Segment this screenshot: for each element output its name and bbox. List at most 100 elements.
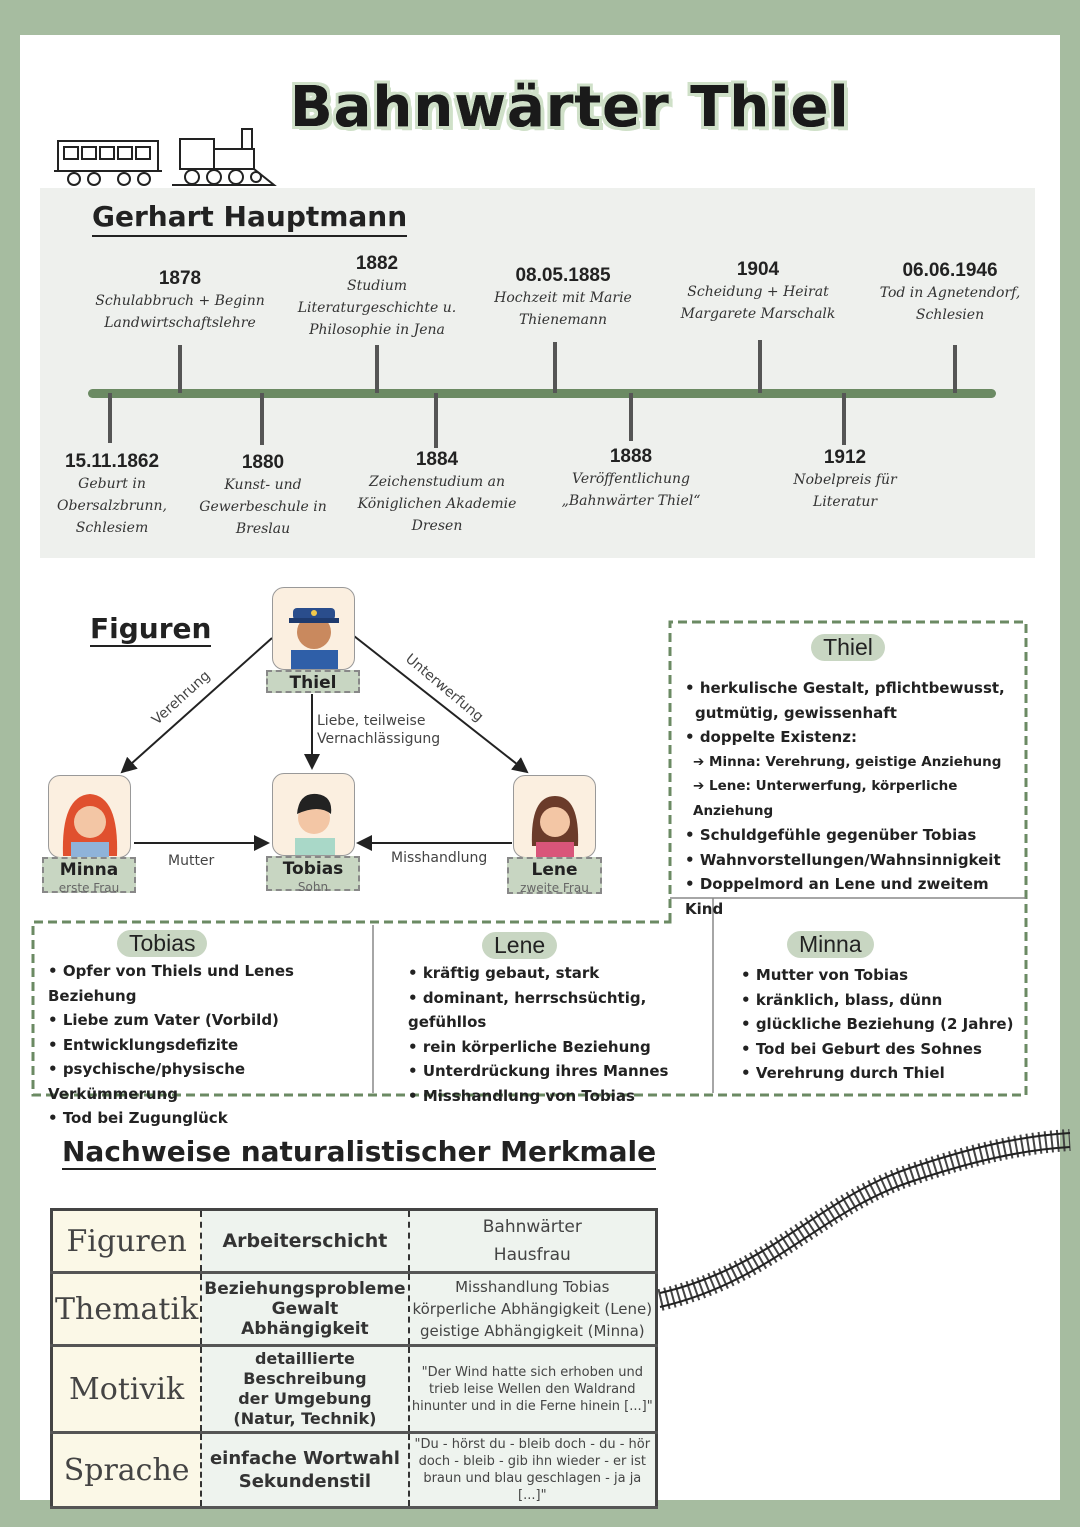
row-label: Motivik [51, 1345, 203, 1434]
event-date: 08.05.1885 [515, 265, 611, 286]
relation-label: Misshandlung [391, 850, 488, 866]
author-heading: Gerhart Hauptmann [92, 200, 408, 237]
feature-cell: Arbeiterschicht [201, 1209, 410, 1274]
relation-label: Liebe, teilweise Vernachlässigung [317, 713, 441, 747]
row-label: Sprache [51, 1432, 203, 1509]
feature-cell: einfache Wortwahl Sekundenstil [201, 1432, 410, 1509]
timeline-tick [842, 393, 846, 445]
page-title: Bahnwärter Thiel [290, 75, 850, 140]
trait: Wahnvorstellungen/Wahnsinnigkeit [685, 848, 1025, 873]
trait: Lene: Unterwerfung, körperliche Anziehun… [685, 774, 1025, 823]
relation-label: Mutter [168, 853, 215, 869]
event-date: 15.11.1862 [64, 451, 160, 472]
name: Minna [59, 860, 119, 880]
trait: kränklich, blass, dünn [741, 988, 1026, 1013]
example-cell: Bahnwärter Hausfrau [408, 1209, 657, 1274]
card-title: Minna [787, 931, 874, 958]
timeline-tick [434, 393, 438, 448]
trait: Opfer von Thiels und Lenes Beziehung [48, 959, 373, 1008]
timeline-tick [108, 393, 112, 443]
event-text: Studium Literaturgeschichte u. Philosoph… [297, 278, 457, 338]
trait: kräftig gebaut, stark [408, 961, 713, 986]
event-date: 1884 [415, 449, 459, 470]
minna-traits: Mutter von Tobiaskränklich, blass, dünng… [741, 963, 1026, 1086]
example-cell: "Du - hörst du - bleib doch - du - hör d… [408, 1432, 657, 1509]
event-date: 1912 [823, 447, 867, 468]
trait: Unterdrückung ihres Mannes [408, 1059, 713, 1084]
timeline-tick [553, 342, 557, 393]
timeline-tick [375, 345, 379, 393]
lene-card-title: Lene [482, 932, 558, 959]
event-date: 1878 [158, 268, 202, 289]
card-title: Thiel [811, 634, 885, 661]
minna-avatar [48, 775, 131, 858]
name: Thiel [289, 673, 337, 693]
railway-track-icon [657, 1129, 1071, 1311]
timeline-tick [629, 393, 633, 441]
tobias-card-title: Tobias [117, 930, 208, 957]
event-text: Tod in Agnetendorf, Schlesien [879, 285, 1021, 323]
trait: Liebe zum Vater (Vorbild) [48, 1008, 373, 1033]
trait: Minna: Verehrung, geistige Anziehung [685, 750, 1025, 775]
event-date: 1882 [355, 253, 399, 274]
event-text: Zeichenstudium an Königlichen Akademie D… [357, 474, 517, 534]
event-date: 1880 [241, 452, 285, 473]
role: zweite Frau [520, 881, 589, 895]
event-date: 06.06.1946 [902, 260, 998, 281]
naturalism-heading: Nachweise naturalistischer Merkmale [62, 1135, 657, 1170]
trait: Schuldgefühle gegenüber Tobias [685, 823, 1025, 848]
event-date: 1888 [609, 446, 653, 467]
example-cell: "Der Wind hatte sich erhoben und trieb l… [408, 1345, 657, 1434]
timeline-tick [953, 345, 957, 393]
name: Tobias [282, 859, 344, 879]
lene-avatar [513, 775, 596, 858]
tobias-traits: Opfer von Thiels und Lenes BeziehungLieb… [48, 959, 373, 1131]
thiel-label: Thiel [266, 670, 360, 693]
event-text: Scheidung + Heirat Margarete Marschalk [680, 284, 836, 322]
thiel-card-title: Thiel [670, 634, 1026, 661]
thiel-traits: herkulische Gestalt, pflichtbewusst, gut… [685, 676, 1025, 921]
event-text: Nobelpreis für Literatur [793, 472, 897, 510]
trait: Tod bei Geburt des Sohnes [741, 1037, 1026, 1062]
train-icon [54, 128, 277, 186]
thiel-avatar [272, 587, 355, 670]
trait: Misshandlung von Tobias [408, 1084, 713, 1109]
trait: Verehrung durch Thiel [741, 1061, 1026, 1086]
role: erste Frau [58, 881, 120, 895]
event-text: Schulabbruch + Beginn Landwirtschaftsleh… [95, 293, 265, 331]
timeline-tick [260, 393, 264, 445]
trait: glückliche Beziehung (2 Jahre) [741, 1012, 1026, 1037]
event-text: Kunst- und Gewerbeschule in Breslau [199, 477, 327, 537]
trait: Entwicklungsdefizite [48, 1033, 373, 1058]
trait: Tod bei Zugunglück [48, 1106, 373, 1131]
trait: Mutter von Tobias [741, 963, 1026, 988]
event-date: 1904 [736, 259, 780, 280]
name: Lene [531, 860, 578, 880]
event-text: Hochzeit mit Marie Thienemann [494, 290, 632, 328]
row-label: Thematik [51, 1272, 203, 1347]
trait: Doppelmord an Lene und zweitem Kind [685, 872, 1025, 921]
minna-card-title: Minna [787, 931, 874, 958]
row-label: Figuren [51, 1209, 203, 1274]
trait: psychische/physische Verkümmerung [48, 1057, 373, 1106]
card-title: Lene [482, 932, 558, 959]
timeline-tick [758, 340, 762, 393]
trait: dominant, herrschsüchtig, gefühllos [408, 986, 713, 1035]
tobias-avatar [272, 773, 355, 856]
